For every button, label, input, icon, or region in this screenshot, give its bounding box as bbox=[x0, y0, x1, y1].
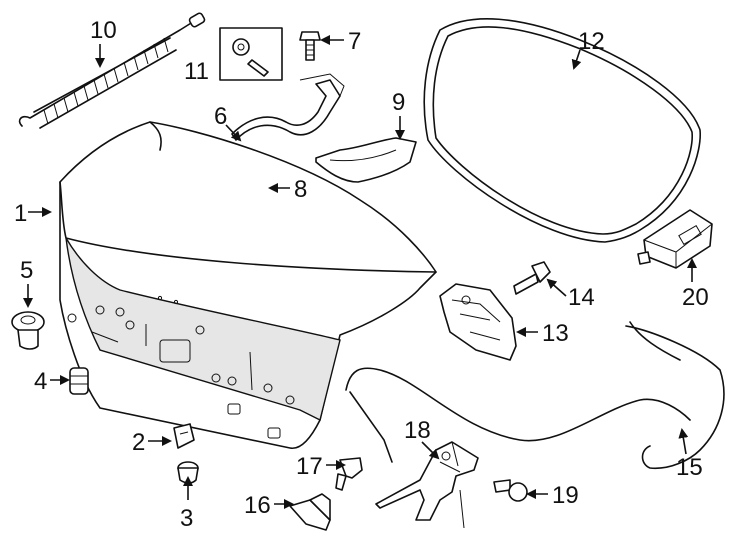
clip-part-2 bbox=[173, 423, 195, 449]
callout-20: 20 bbox=[682, 284, 709, 311]
callout-3: 3 bbox=[180, 505, 193, 532]
callout-8: 8 bbox=[294, 176, 307, 203]
callout-7: 7 bbox=[348, 28, 361, 55]
control-module-part bbox=[637, 209, 713, 269]
gas-spring-part bbox=[18, 12, 206, 129]
callout-12: 12 bbox=[578, 28, 605, 55]
callout-labels: 1 2 3 4 5 6 7 8 9 10 11 12 13 14 15 16 1… bbox=[14, 17, 709, 532]
latch-part bbox=[439, 283, 517, 361]
callout-6: 6 bbox=[214, 103, 227, 130]
callout-10: 10 bbox=[90, 17, 117, 44]
callout-16: 16 bbox=[244, 492, 271, 519]
callout-18: 18 bbox=[404, 417, 431, 444]
connector-part bbox=[335, 457, 363, 491]
callout-13: 13 bbox=[542, 320, 569, 347]
hinge-arm-part bbox=[231, 73, 345, 141]
callout-17: 17 bbox=[296, 453, 323, 480]
release-cable-part bbox=[345, 321, 725, 470]
callout-2: 2 bbox=[132, 429, 145, 456]
leader-lines bbox=[23, 35, 697, 509]
bracket-part-9 bbox=[315, 137, 417, 183]
callout-4: 4 bbox=[34, 368, 47, 395]
push-pin-part bbox=[219, 27, 283, 81]
callout-11: 11 bbox=[184, 58, 209, 85]
bolt-part-19 bbox=[493, 479, 528, 502]
bolt-part-14 bbox=[513, 261, 551, 295]
bumper-part-4 bbox=[69, 367, 89, 395]
callout-9: 9 bbox=[392, 89, 405, 116]
callout-14: 14 bbox=[568, 284, 595, 311]
tab-part bbox=[289, 493, 331, 531]
grommet-part-5 bbox=[11, 311, 45, 350]
handle-part bbox=[375, 441, 479, 529]
weatherstrip-part bbox=[423, 18, 701, 243]
callout-15: 15 bbox=[676, 454, 703, 481]
callout-19: 19 bbox=[552, 482, 579, 509]
trunk-lid-part bbox=[59, 121, 437, 449]
callout-1: 1 bbox=[14, 200, 27, 227]
callout-5: 5 bbox=[20, 257, 33, 284]
bolt-part-7 bbox=[299, 31, 321, 61]
